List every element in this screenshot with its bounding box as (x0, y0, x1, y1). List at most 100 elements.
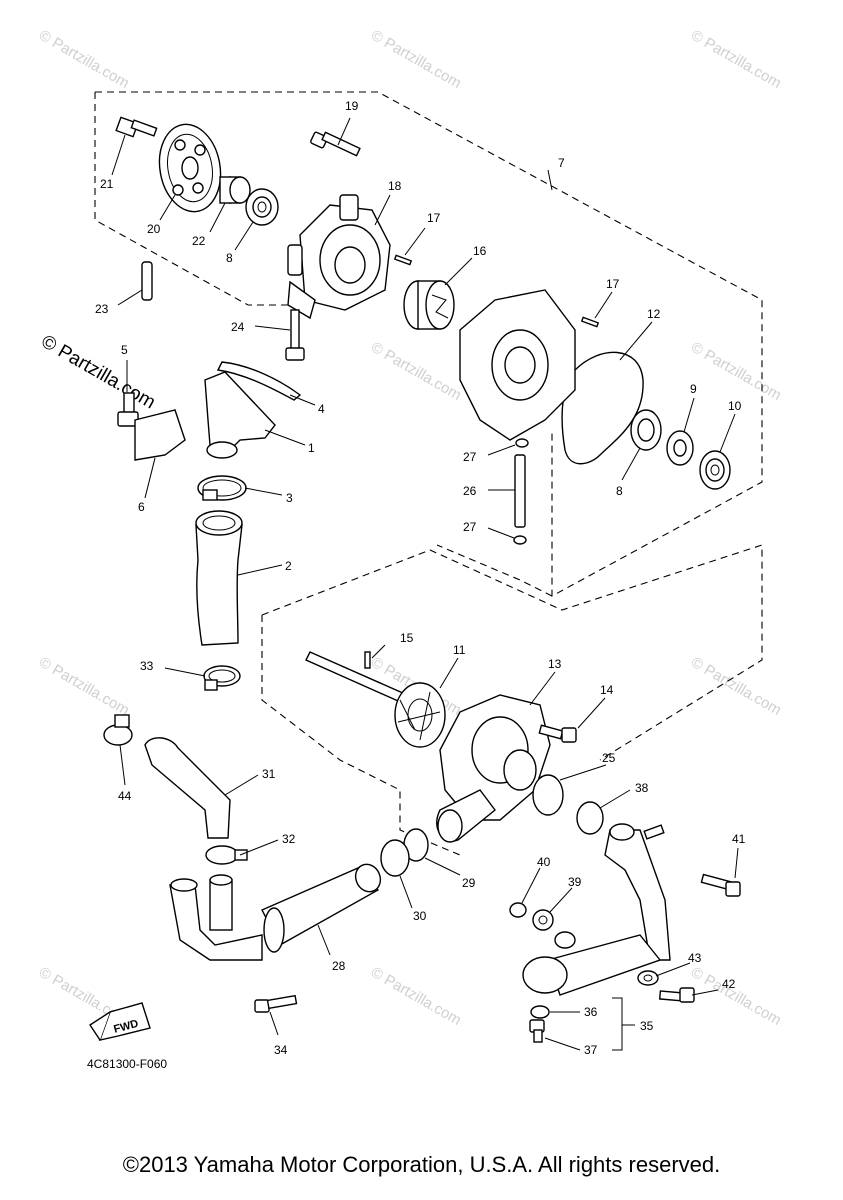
part-8-bearing (245, 188, 279, 226)
part-39-nut (532, 909, 554, 931)
watermark-large: © Partzilla.com (38, 331, 159, 413)
part-44-clip (103, 714, 133, 746)
callout-19: 19 (345, 99, 359, 113)
part-24-bolt (285, 309, 305, 361)
callout-35: 35 (640, 1019, 654, 1033)
part-15-pin (364, 651, 371, 669)
part-26-pipe (514, 454, 526, 528)
watermark: © Partzilla.com (36, 654, 132, 719)
fwd-arrow-icon (89, 1002, 151, 1041)
callout-15: 15 (400, 631, 414, 645)
watermark: © Partzilla.com (36, 27, 132, 92)
part-36-washer (530, 1005, 550, 1019)
callout-36: 36 (584, 1005, 598, 1019)
callout-40: 40 (537, 855, 551, 869)
part-19-bolt (310, 131, 361, 157)
callout-37: 37 (584, 1043, 598, 1057)
part-6-bracket (134, 409, 186, 461)
callout-44: 44 (118, 789, 132, 803)
callout-2: 2 (285, 559, 292, 573)
part-3-clamp (197, 475, 247, 501)
part-16-rotor (403, 280, 455, 330)
callout-42: 42 (722, 977, 736, 991)
callout-39: 39 (568, 875, 582, 889)
callout-10: 10 (728, 399, 742, 413)
callout-20: 20 (147, 222, 161, 236)
callout-41: 41 (732, 832, 746, 846)
part-12-gasket (561, 351, 644, 465)
part-25-o-ring (532, 774, 564, 816)
part-31-hose (144, 737, 231, 839)
part-4-gasket (216, 361, 302, 401)
part-17-pin (580, 316, 600, 328)
watermark: © Partzilla.com (688, 27, 784, 92)
callout-22: 22 (192, 234, 206, 248)
watermarks: © Partzilla.com © Partzilla.com © Partzi… (36, 27, 784, 1029)
assembly-outline-7 (94, 91, 763, 597)
callout-12: 12 (647, 307, 661, 321)
part-43-washer (637, 970, 659, 986)
part-17-pin (393, 254, 413, 266)
part-23-dowel (141, 261, 153, 301)
callout-34: 34 (274, 1043, 288, 1057)
part-10-seal (699, 450, 731, 490)
callout-3: 3 (286, 491, 293, 505)
callout-28: 28 (332, 959, 346, 973)
part-20-sprocket (158, 123, 222, 213)
part-27-o-ring (513, 535, 527, 545)
callout-26: 26 (463, 484, 477, 498)
callout-16: 16 (473, 244, 487, 258)
callout-17: 17 (606, 277, 620, 291)
callout-24: 24 (231, 320, 245, 334)
part-14-bolt (538, 724, 577, 743)
callout-21: 21 (100, 177, 114, 191)
callout-13: 13 (548, 657, 562, 671)
callout-30: 30 (413, 909, 427, 923)
callout-31: 31 (262, 767, 276, 781)
part-40-cap (509, 902, 527, 918)
callout-labels: 19 21 20 22 8 18 17 16 7 17 12 2 3 24 5 4… (95, 99, 746, 1057)
part-18-pump-housing (287, 194, 391, 320)
callout-27: 27 (463, 450, 477, 464)
part-cover-plate (459, 289, 576, 441)
part-9-washer (666, 430, 694, 466)
callout-8: 8 (226, 251, 233, 265)
leader-lines (111, 117, 739, 1051)
watermark: © Partzilla.com (688, 964, 784, 1029)
callout-5: 5 (121, 343, 128, 357)
diagram-code: 4C81300-F060 (87, 1057, 167, 1071)
callout-11: 11 (453, 643, 466, 657)
watermark: © Partzilla.com (688, 339, 784, 404)
watermark: © Partzilla.com (368, 27, 464, 92)
part-22-collar (219, 176, 251, 204)
part-28-pipe (169, 863, 382, 961)
callout-8: 8 (616, 484, 623, 498)
part-27-o-ring (515, 438, 529, 448)
watermark: © Partzilla.com (688, 654, 784, 719)
part-8-bearing (630, 409, 662, 451)
part-11-impeller-shaft (305, 651, 446, 748)
callout-25: 25 (602, 751, 616, 765)
callout-6: 6 (138, 500, 145, 514)
callout-27: 27 (463, 520, 477, 534)
callout-18: 18 (388, 179, 402, 193)
part-35-outlet-pipe (522, 823, 671, 996)
callout-17: 17 (427, 211, 441, 225)
part-1-inlet-fitting (204, 371, 276, 459)
callout-14: 14 (600, 683, 614, 697)
callout-4: 4 (318, 402, 325, 416)
callout-32: 32 (282, 832, 296, 846)
part-42-bolt (658, 987, 695, 1003)
part-37-plug (529, 1019, 545, 1043)
watermark: © Partzilla.com (368, 964, 464, 1029)
part-33-clamp (203, 665, 241, 691)
callout-38: 38 (635, 781, 649, 795)
callout-7: 7 (558, 156, 565, 170)
watermark: © Partzilla.com (368, 339, 464, 404)
callout-43: 43 (688, 951, 702, 965)
callout-9: 9 (690, 382, 697, 396)
callout-33: 33 (140, 659, 154, 673)
copyright-notice: ©2013 Yamaha Motor Corporation, U.S.A. A… (122, 1152, 721, 1177)
part-38-o-ring (576, 801, 604, 835)
